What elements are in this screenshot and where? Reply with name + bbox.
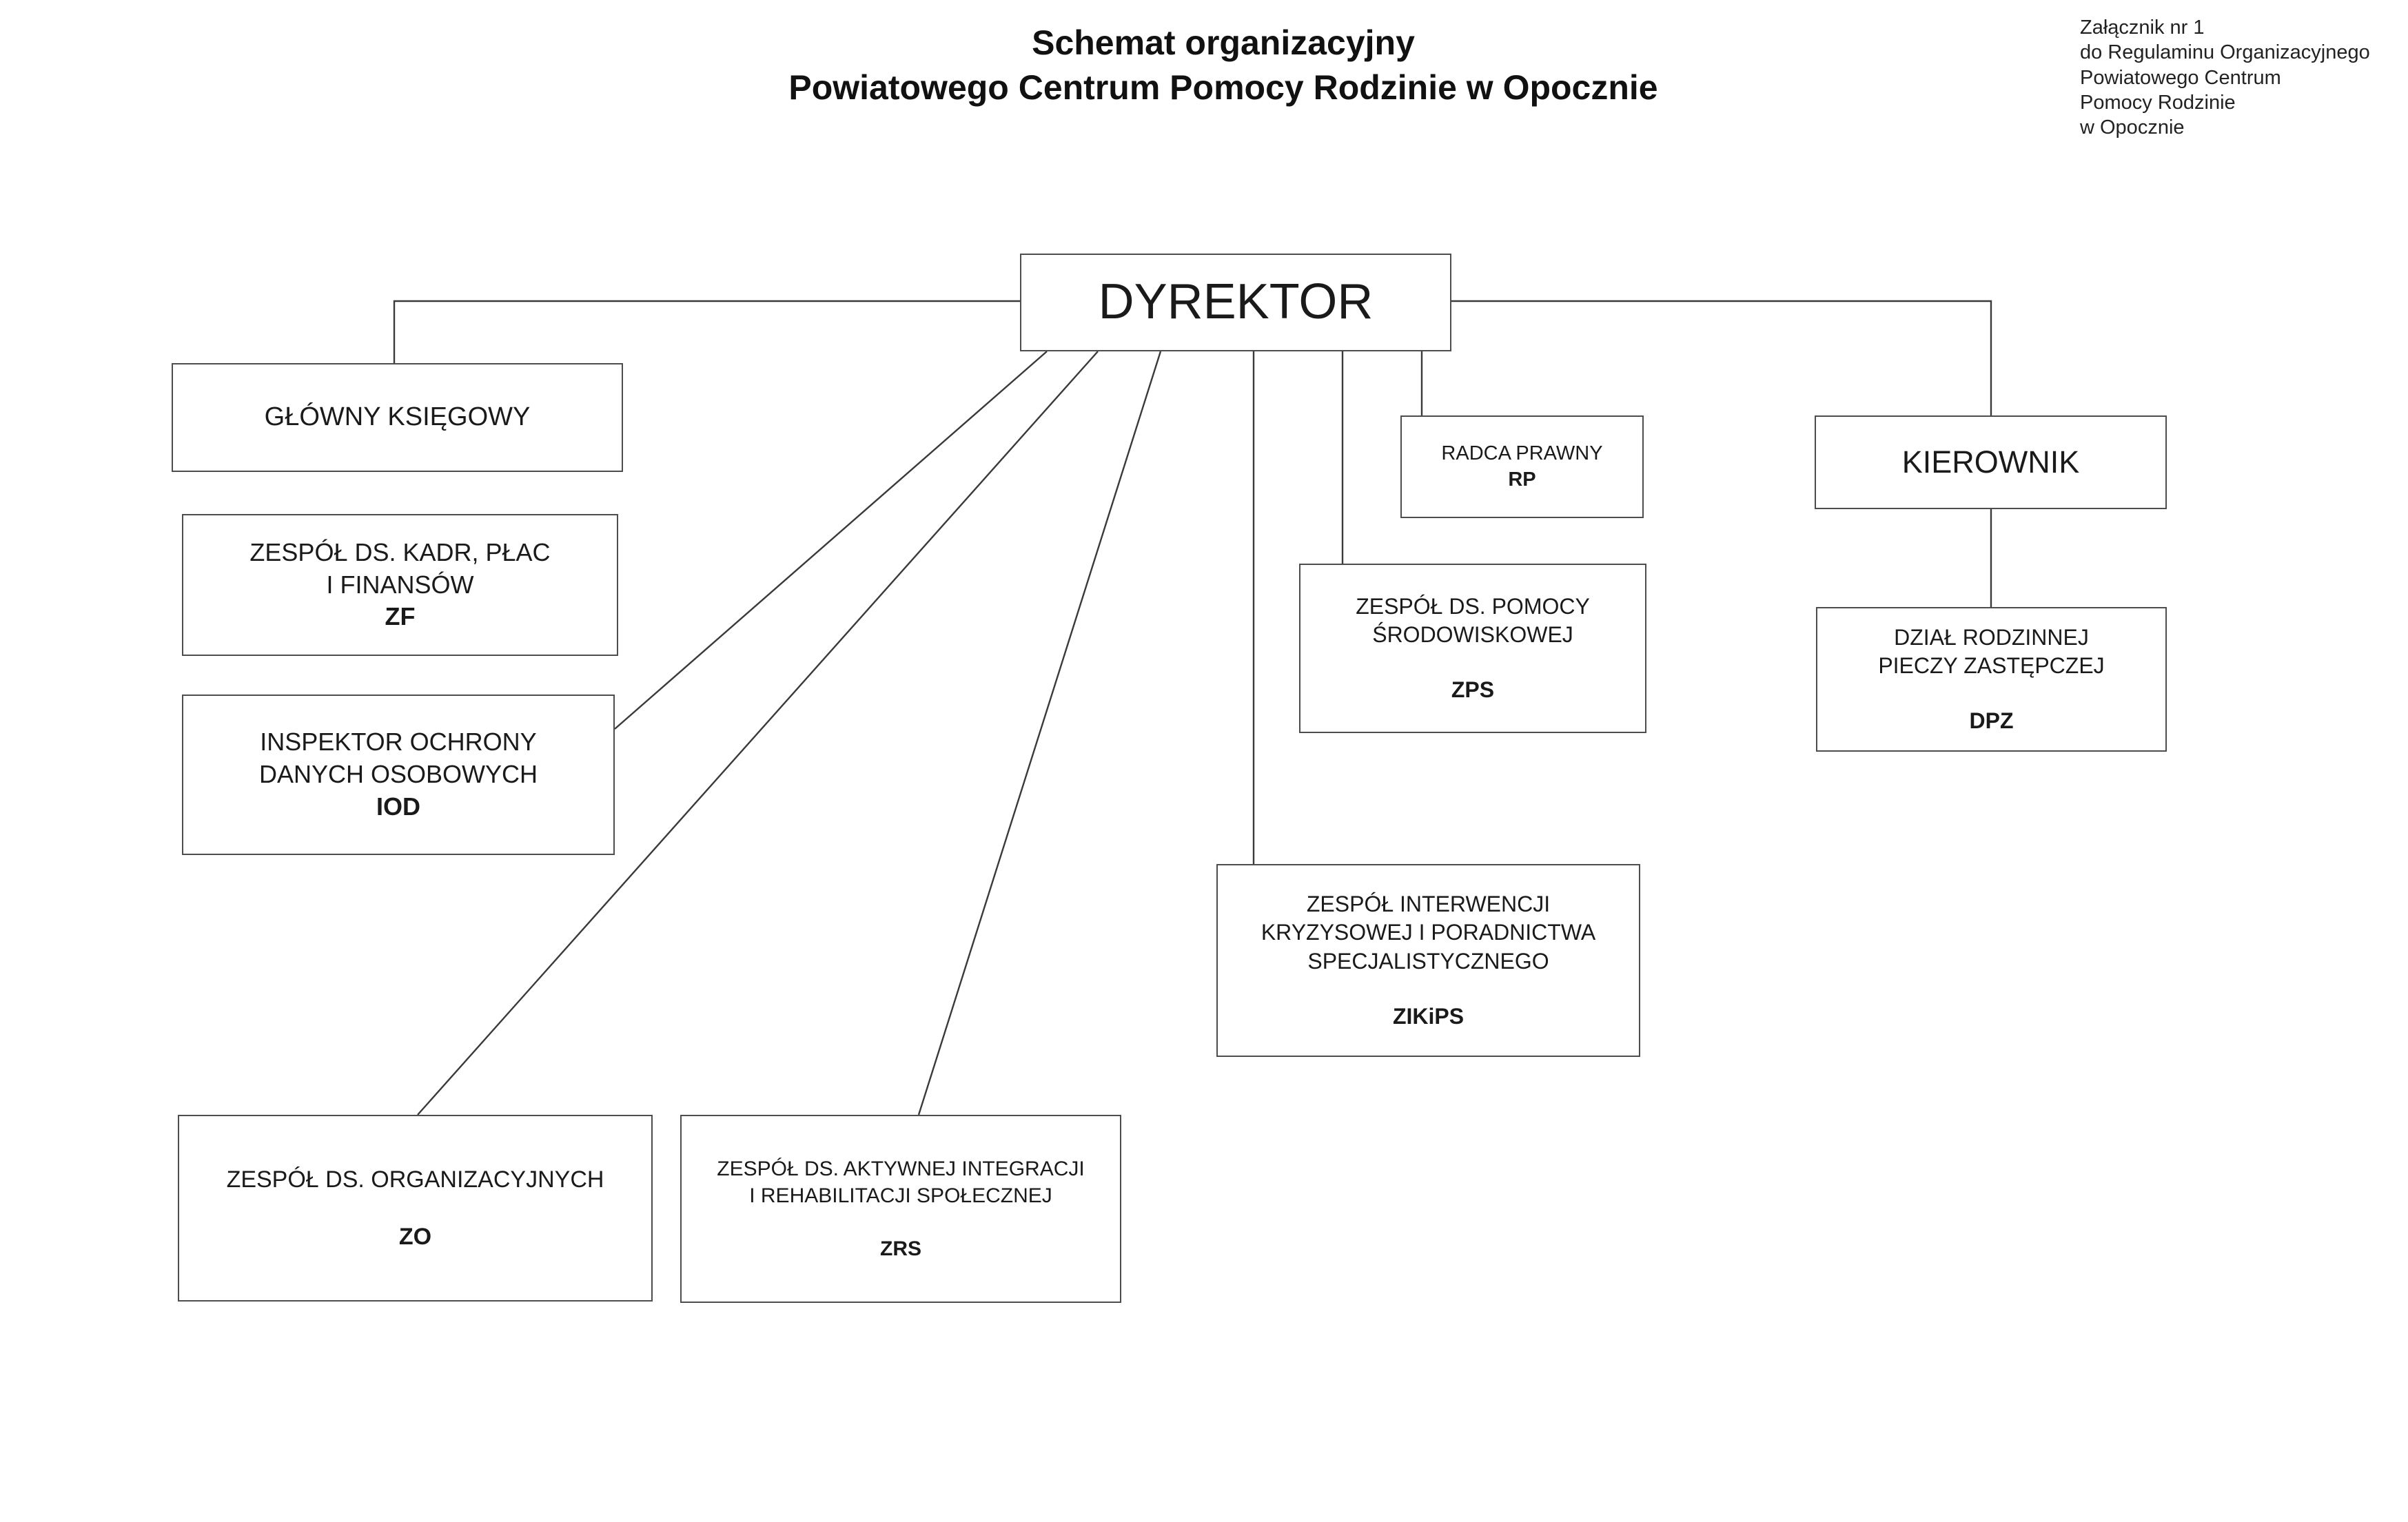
node-rp-code: RP: [1508, 468, 1536, 491]
node-zo-label: ZESPÓŁ DS. ORGANIZACYJNYCH: [226, 1166, 604, 1193]
node-zikips-label: ZESPÓŁ INTERWENCJI KRYZYSOWEJ I PORADNIC…: [1261, 891, 1596, 974]
attachment-note: Załącznik nr 1 do Regulaminu Organizacyj…: [2080, 15, 2404, 140]
node-dyrektor: DYREKTOR: [1020, 254, 1451, 351]
node-zikips-code: ZIKiPS: [1392, 1003, 1465, 1029]
node-kierownik: KIEROWNIK: [1815, 415, 2167, 509]
node-zps-code: ZPS: [1451, 677, 1495, 702]
node-zespol-aktywnej-integracji: ZESPÓŁ DS. AKTYWNEJ INTEGRACJI I REHABIL…: [680, 1115, 1121, 1303]
node-iod-code: IOD: [376, 792, 420, 821]
node-zespol-organizacyjnych: ZESPÓŁ DS. ORGANIZACYJNYCH ZO: [178, 1115, 653, 1302]
node-dzial-rodzinnej-pieczy: DZIAŁ RODZINNEJ PIECZY ZASTĘPCZEJ DPZ: [1816, 607, 2167, 752]
edge-dyrektor-iod: [614, 351, 1048, 730]
page-title-line2: Powiatowego Centrum Pomocy Rodzinie w Op…: [788, 68, 1658, 107]
node-zo-code: ZO: [398, 1223, 432, 1250]
node-dyrektor-label: DYREKTOR: [1098, 274, 1374, 330]
node-zf-code: ZF: [385, 602, 416, 631]
node-iod-label: INSPEKTOR OCHRONY DANYCH OSOBOWYCH: [258, 728, 538, 789]
edge-dyrektor-kierownik: [1451, 300, 1992, 415]
node-zrs-code: ZRS: [880, 1237, 921, 1260]
node-dpz-label: DZIAŁ RODZINNEJ PIECZY ZASTĘPCZEJ: [1878, 624, 2105, 679]
node-glowny-ksiegowy: GŁÓWNY KSIĘGOWY: [172, 363, 623, 472]
page-title: Schemat organizacyjny Powiatowego Centru…: [620, 21, 1826, 110]
page-title-line1: Schemat organizacyjny: [1032, 23, 1415, 62]
node-zespol-pomocy-srodowiskowej: ZESPÓŁ DS. POMOCY ŚRODOWISKOWEJ ZPS: [1299, 564, 1646, 733]
edge-dyrektor-zrs: [917, 351, 1162, 1115]
node-glowny-ksiegowy-label: GŁÓWNY KSIĘGOWY: [264, 402, 531, 432]
node-zrs-label: ZESPÓŁ DS. AKTYWNEJ INTEGRACJI I REHABIL…: [717, 1158, 1085, 1207]
node-zps-label: ZESPÓŁ DS. POMOCY ŚRODOWISKOWEJ: [1356, 593, 1590, 648]
attachment-note-line: Załącznik nr 1: [2080, 17, 2205, 39]
node-radca-prawny: RADCA PRAWNY RP: [1400, 415, 1644, 518]
node-zespol-interwencji-kryzysowej: ZESPÓŁ INTERWENCJI KRYZYSOWEJ I PORADNIC…: [1216, 864, 1640, 1057]
node-kierownik-label: KIEROWNIK: [1901, 444, 2080, 480]
node-zf-label: ZESPÓŁ DS. KADR, PŁAC I FINANSÓW: [249, 537, 551, 599]
attachment-note-line: Pomocy Rodzinie: [2080, 91, 2236, 114]
node-dpz-code: DPZ: [1969, 708, 2014, 733]
node-zespol-kadr-plac-finansow: ZESPÓŁ DS. KADR, PŁAC I FINANSÓW ZF: [182, 514, 618, 656]
node-rp-label: RADCA PRAWNY: [1441, 442, 1603, 464]
attachment-note-line: do Regulaminu Organizacyjnego: [2080, 41, 2370, 64]
edge-dyrektor-gk: [393, 300, 1020, 363]
node-inspektor-ochrony-danych: INSPEKTOR OCHRONY DANYCH OSOBOWYCH IOD: [182, 695, 615, 855]
attachment-note-line: Powiatowego Centrum: [2080, 66, 2281, 89]
attachment-note-line: w Opocznie: [2080, 116, 2185, 138]
